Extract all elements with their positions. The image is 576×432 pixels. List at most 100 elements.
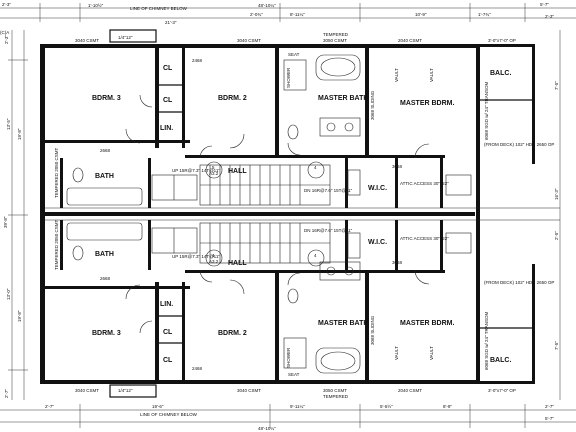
left-dim-3: 13'-5" [6, 118, 11, 130]
chimney-width-bottom: 1/4"12" [118, 388, 133, 393]
bottom-dim-7: 5'-7" [545, 416, 554, 421]
note-attic-upper: ATTIC ACCESS 30"x22" [400, 181, 449, 186]
exterior-walls: 1/4"12" [40, 29, 560, 398]
top-dim-total: 48'-10¼" [258, 3, 276, 8]
top-dim-5: 10'-9" [415, 12, 427, 17]
note-sliding-lower: 3068 SLIDING [370, 315, 375, 345]
unit-lower: BDRM. 3 BDRM. 2 MASTER BATH MASTER BDRM.… [45, 219, 554, 399]
shower-upper [283, 59, 307, 91]
top-dim-3: 2'-0¾" [250, 12, 263, 17]
note-win-tempered-upper: TEMPERED [323, 32, 349, 37]
note-win-master-lower: 2040 CSMT [398, 388, 422, 393]
room-cl1-upper: CL [163, 65, 173, 72]
room-balc-upper: BALC. [490, 70, 511, 77]
left-dim-2: 19'-8" [17, 128, 22, 140]
room-master-bath-lower: MASTER BATH [318, 320, 368, 327]
note-vault1-lower: VAULT [394, 346, 399, 360]
note-door-3068-upper: 3068 [392, 164, 403, 169]
note-door-2668-upper: 2668 [100, 148, 111, 153]
master-tub-lower [315, 347, 361, 374]
toilet-lower [72, 245, 84, 261]
room-lin-lower: LIN. [160, 301, 173, 308]
room-cl2-lower: CL [163, 357, 173, 364]
note-win-tempered-lower: TEMPERED [323, 394, 349, 399]
room-bdrm3-lower: BDRM. 3 [92, 330, 121, 337]
bottom-dim-total: 48'-10¼" [258, 426, 276, 431]
note-seat-upper: SEAT [288, 52, 300, 57]
note-seat-lower: SEAT [288, 372, 300, 377]
note-vault2-lower: VAULT [429, 346, 434, 360]
note-vault1-upper: VAULT [394, 68, 399, 82]
note-stair-up-lower: UP 15R@7.3" 14T@11" [172, 254, 220, 259]
room-cl2-upper: CL [163, 97, 173, 104]
room-wic-upper: W.I.C. [368, 185, 387, 192]
right-dim-4: 7'-5" [554, 341, 559, 350]
unit-upper: BDRM. 3 BDRM. 2 MASTER BATH MASTER BDRM.… [45, 32, 554, 208]
right-dim-3: 2'-5" [554, 231, 559, 240]
note-vault2-upper: VAULT [429, 68, 434, 82]
note-win-bdrm3-lower: 3040 CSMT [75, 388, 99, 393]
room-master-bdrm-upper: MASTER BDRM. [400, 100, 454, 107]
note-stair-up-upper: UP 15R@7.3" 14T@11" [172, 168, 220, 173]
note-tempered-side-lower: TEMPERED 2050 CSMT [54, 219, 59, 270]
top-dim-r2a: 2'-3" [2, 2, 11, 7]
label-c: (C)A [0, 30, 9, 35]
master-tub [315, 54, 361, 81]
top-dim-7: 5'-7" [540, 2, 549, 7]
chimney-width-top: 1/4"12" [118, 35, 133, 40]
shower-lower [283, 337, 307, 369]
master-toilet-lower [287, 288, 299, 304]
room-balc-lower: BALC. [490, 357, 511, 364]
room-bath-upper: BATH [95, 173, 114, 180]
note-win-bathcsmt-upper: 3050 CSMT [323, 38, 347, 43]
bottom-dim-5: 8'-9" [443, 404, 452, 409]
left-dim-1: 2'-3" [4, 35, 9, 44]
chimney-dim: 21'-3" [165, 20, 177, 25]
left-dim-6: 19'-8" [17, 310, 22, 322]
room-hall-lower: HALL [228, 260, 247, 267]
top-dim-1: 1'-10½" [88, 2, 104, 8]
room-bdrm3-upper: BDRM. 3 [92, 95, 121, 102]
bathtub-lower [66, 222, 143, 241]
note-shower-upper: SHOWER [286, 67, 291, 88]
bottom-dim-2: 19'-6" [152, 404, 164, 409]
note-door-3068-lower: 3068 [392, 260, 403, 265]
note-win-bathcsmt-lower: 3050 CSMT [323, 388, 347, 393]
stair-lower [199, 222, 331, 264]
stair-tag-no-upper: 5 [212, 165, 215, 170]
note-stair-dn-lower: DN 16R@7.6" 15T@11" [304, 228, 353, 233]
top-dim-6: 1'-7¾" [478, 12, 491, 17]
note-balc-door-lower: 3'-0"x7'-0" OP [488, 388, 516, 393]
note-hdr-lower: 6068 SGD w/ 24" TRANSOM [484, 311, 489, 370]
room-bdrm2-lower: BDRM. 2 [218, 330, 247, 337]
note-door-2468-lower: 2468 [192, 366, 203, 371]
note-from-deck-lower: (FROM DECK) 102" HDR 2650 OP [484, 280, 554, 285]
left-dim-5: 39'-8" [3, 216, 8, 228]
right-dim-2: 16'-3" [554, 188, 559, 200]
room-bath-lower: BATH [95, 251, 114, 258]
stair-tag-sheet-upper: A3.2 [209, 171, 219, 176]
room-master-bath-upper: MASTER BATH [318, 95, 368, 102]
note-win-bdrm3-upper: 3040 CSMT [75, 38, 99, 43]
chimney-note-top: LINE OF CHIMNEY BELOW [130, 6, 188, 11]
top-dimensions: 1'-10½" 48'-10¼" 2'-0¾" 8'-11¼" 10'-9" 1… [0, 2, 576, 35]
stair-tag-no2-lower: 4 [314, 253, 317, 258]
left-dim-7: 2'-7" [4, 389, 9, 398]
room-master-bdrm-lower: MASTER BDRM. [400, 320, 454, 327]
note-sliding-upper: 3068 SLIDING [370, 90, 375, 120]
bottom-dim-4: 5'-5½" [380, 403, 393, 409]
note-win-bdrm2-lower: 3040 CSMT [237, 388, 261, 393]
note-win-bdrm2-upper: 3040 CSMT [237, 38, 261, 43]
note-door-2668-lower: 2668 [100, 276, 111, 281]
stair-tag-no-lower: 4 [212, 253, 215, 258]
stair-tag-sheet-lower: A3.2 [209, 259, 219, 264]
bottom-dim-1: 2'-7" [45, 404, 54, 409]
toilet-upper [72, 167, 84, 183]
left-dim-4: 13'-0" [6, 288, 11, 300]
room-wic-lower: W.I.C. [368, 239, 387, 246]
stair-tag-no2-upper: 4 [314, 165, 317, 170]
right-dim-1: 7'-5" [554, 81, 559, 90]
top-dim-4: 8'-11¼" [290, 12, 305, 17]
note-from-deck-upper: (FROM DECK) 102" HDR 2650 OP [484, 142, 554, 147]
